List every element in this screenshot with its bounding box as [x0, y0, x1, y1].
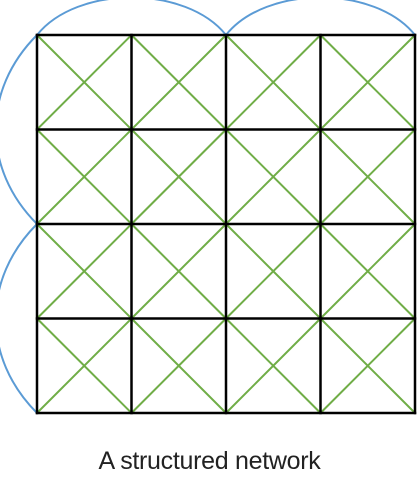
diagonal-link [130, 128, 227, 225]
diagonal-link [319, 223, 416, 320]
diagram-caption: A structured network [98, 447, 321, 475]
diagonal-link [36, 128, 133, 225]
diagonal-link [36, 317, 133, 414]
diagonal-links [36, 34, 416, 414]
diagonal-link [319, 317, 416, 414]
diagonal-link [319, 34, 416, 131]
diagonal-link [319, 128, 416, 225]
diagonal-link [36, 34, 133, 131]
left-boundary-curve [0, 34, 39, 414]
diagonal-link [225, 34, 322, 131]
diagonal-link [130, 34, 227, 131]
diagonal-link [130, 317, 227, 414]
diagonal-link [130, 223, 227, 320]
top-boundary-curve [36, 0, 416, 37]
diagonal-link [225, 223, 322, 320]
grid-links [35, 33, 417, 415]
structured-network-diagram [0, 0, 417, 415]
diagonal-link [36, 223, 133, 320]
diagonal-link [225, 128, 322, 225]
diagonal-link [225, 317, 322, 414]
